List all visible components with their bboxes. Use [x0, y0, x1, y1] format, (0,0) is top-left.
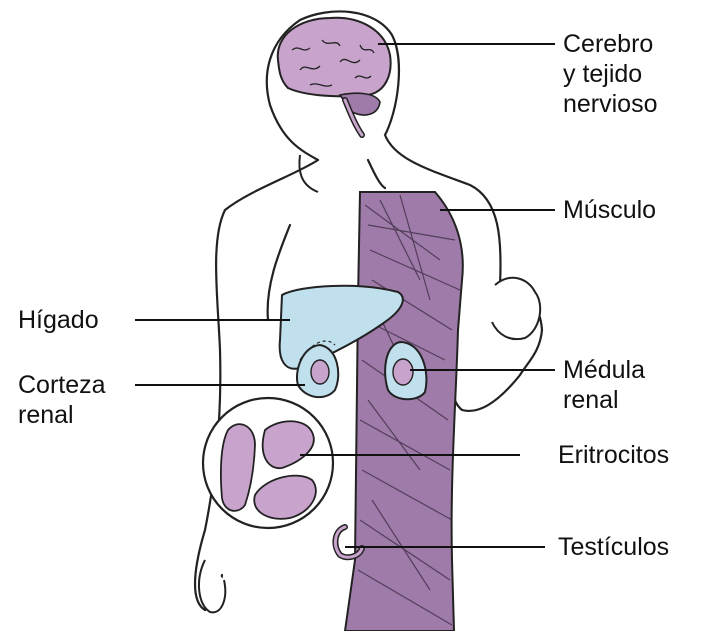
label-higado: Hígado	[18, 305, 99, 335]
label-corteza-line-2: renal	[18, 400, 106, 430]
label-cerebro-line-1: Cerebro	[563, 29, 658, 59]
label-higado-line-1: Hígado	[18, 305, 99, 335]
label-musculo: Músculo	[563, 195, 656, 225]
muscle-shape	[345, 192, 463, 631]
label-eritrocitos-line-1: Eritrocitos	[558, 440, 669, 470]
kidney-left-medulla	[311, 360, 329, 384]
muscle-strip	[345, 192, 463, 631]
label-cerebro-line-3: nervioso	[563, 89, 658, 119]
label-cerebro: Cerebro y tejido nervioso	[563, 29, 658, 119]
label-cerebro-line-2: y tejido	[563, 59, 658, 89]
label-testiculos: Testículos	[558, 532, 669, 562]
label-musculo-line-1: Músculo	[563, 195, 656, 225]
label-medula-line-2: renal	[563, 385, 645, 415]
left-hand	[199, 560, 225, 612]
label-medula: Médula renal	[563, 355, 645, 415]
label-corteza: Corteza renal	[18, 370, 106, 430]
label-eritrocitos: Eritrocitos	[558, 440, 669, 470]
label-testiculos-line-1: Testículos	[558, 532, 669, 562]
right-hand	[492, 278, 540, 339]
label-corteza-line-1: Corteza	[18, 370, 106, 400]
kidney-right-medulla	[393, 359, 413, 385]
brain-organ	[278, 18, 391, 135]
label-medula-line-1: Médula	[563, 355, 645, 385]
cerebrum-shape	[278, 18, 391, 97]
erythrocyte-inset	[203, 398, 333, 528]
